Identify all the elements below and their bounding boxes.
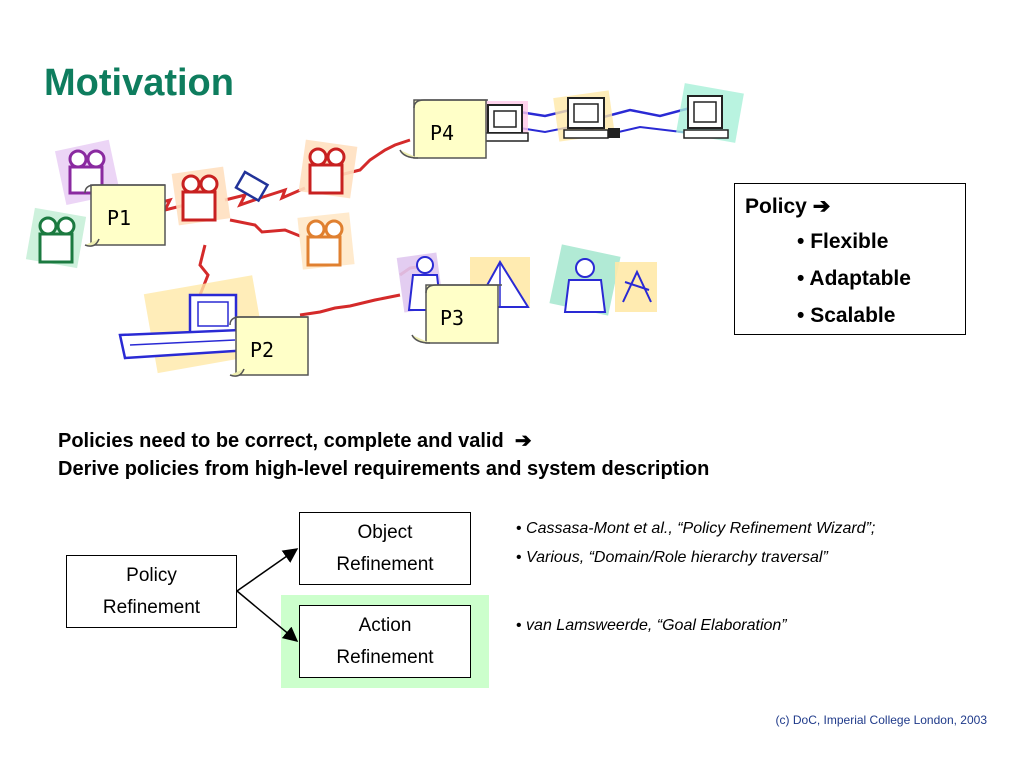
object-refinement-box: Object Refinement (299, 512, 471, 585)
people-icon (615, 262, 657, 312)
arrow-to-object (236, 548, 299, 592)
list-item: Adaptable (797, 267, 911, 304)
requirement-line-2: Derive policies from high-level requirem… (58, 458, 710, 480)
action-refinement-box: Action Refinement (299, 605, 471, 678)
svg-text:P2: P2 (250, 338, 274, 362)
list-item: Flexible (797, 230, 911, 267)
policy-properties-box: Policy ➔ Flexible Adaptable Scalable (734, 183, 966, 335)
svg-text:P4: P4 (430, 121, 454, 145)
arrow-to-action (236, 590, 299, 642)
policy-property-list: Flexible Adaptable Scalable (797, 230, 911, 341)
policy-heading: Policy ➔ (745, 195, 831, 218)
arrow-right-icon: ➔ (812, 195, 831, 218)
svg-text:P1: P1 (107, 206, 131, 230)
arrow-right-icon: ➔ (514, 430, 532, 452)
reference-item: • Cassasa-Mont et al., “Policy Refinemen… (516, 520, 876, 537)
scroll-p3: P3 (411, 284, 502, 344)
reference-item: • Various, “Domain/Role hierarchy traver… (516, 549, 828, 566)
projector-icon (171, 166, 231, 226)
computer-icon (676, 83, 744, 143)
people-icon (549, 244, 621, 316)
network-illustration: P1 P2 P3 P4 (25, 83, 744, 377)
projector-icon (298, 139, 358, 199)
reference-item: • van Lamsweerde, “Goal Elaboration” (516, 617, 787, 634)
projector-icon (297, 212, 355, 270)
scroll-p4: P4 (399, 99, 488, 159)
requirement-line-1: Policies need to be correct, complete an… (58, 430, 532, 452)
card-icon (234, 170, 270, 203)
scroll-p1: P1 (84, 184, 166, 247)
page-title: Motivation (44, 62, 234, 104)
svg-text:P3: P3 (440, 306, 464, 330)
scroll-p2: P2 (229, 316, 309, 377)
list-item: Scalable (797, 304, 911, 341)
computer-icon (553, 90, 620, 142)
projector-icon (25, 207, 87, 269)
copyright-footer: (c) DoC, Imperial College London, 2003 (775, 713, 987, 727)
policy-refinement-box: Policy Refinement (66, 555, 237, 628)
